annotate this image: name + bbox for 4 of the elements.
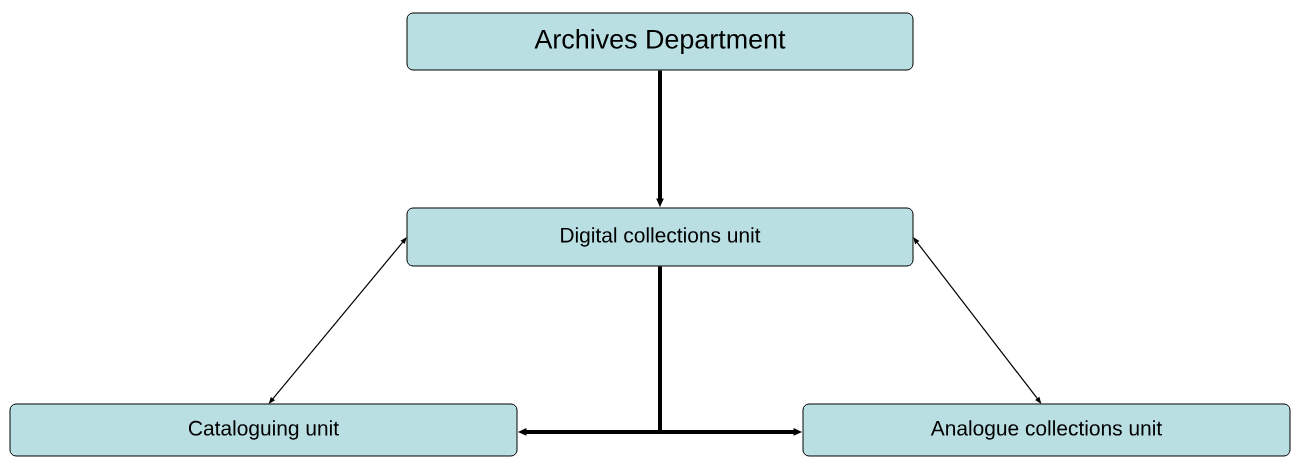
unit-box: Analogue collections unit	[802, 403, 1291, 457]
unit-box: Archives Department	[406, 12, 914, 71]
unit-box: Cataloguing unit	[9, 403, 518, 457]
unit-box: Digital collections unit	[406, 207, 914, 267]
